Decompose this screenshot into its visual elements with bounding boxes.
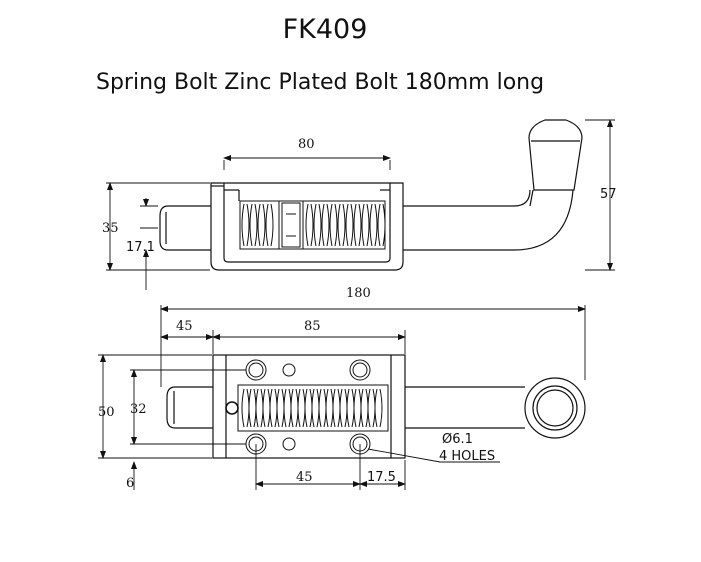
dim-hole-spacing-h: 45 [296,470,313,485]
spring-coil [297,388,301,428]
mounting-hole [245,359,267,381]
spring-coil [374,203,378,247]
hole-diameter-callout: Ø6.1 [442,432,473,447]
spring-coil [353,388,357,428]
top-handle-ring [524,377,586,439]
side-view [159,119,583,271]
spring-coil [318,388,322,428]
spring-coil [262,388,266,428]
spring-coil [337,203,341,247]
spring-coil [366,203,370,247]
spring-coil [339,388,343,428]
spring-coil [313,203,317,247]
spring-coil [310,203,314,247]
spring-coils [241,203,386,247]
side-handle-bend [513,189,531,207]
dim-hole-spacing-v: 32 [130,402,147,417]
spring-coil [346,388,350,428]
cross-pin [225,401,239,415]
dim-total-length: 180 [346,286,371,301]
dim-plate-thickness: 6 [126,476,134,491]
spring-coil [241,388,245,428]
spring-coil [318,203,322,247]
spring-coil [276,388,280,428]
spring-coil [358,203,362,247]
spring-coil [311,388,315,428]
dim-spring-width: 80 [298,137,315,152]
spring-coil [265,203,269,247]
spring-coil [305,203,309,247]
spring-coil [342,203,346,247]
dim-bolt-extension: 45 [176,319,193,334]
dim-plate-length: 85 [304,319,321,334]
dim-handle-height: 57 [600,187,617,202]
spring-coil [325,388,329,428]
mounting-hole [349,359,371,381]
side-handle-knob [528,119,583,191]
spring-coil [345,203,349,247]
spring-coil [332,388,336,428]
top-dimensions [98,305,586,490]
spring-coil [353,203,357,247]
top-base-plate [212,354,406,459]
spring-coil [369,203,373,247]
spring-coil [270,203,274,247]
spring-coil [326,203,330,247]
spring-coil [255,388,259,428]
side-dimensions [106,119,615,290]
spring-coil [257,203,261,247]
spring-coil [290,388,294,428]
product-description: Spring Bolt Zinc Plated Bolt 180mm long [96,70,545,95]
spring-coil [321,203,325,247]
top-bolt-tip [166,386,213,429]
small-hole [282,363,296,377]
spring-coil [360,388,364,428]
spring-coil [283,388,287,428]
small-hole [282,437,296,451]
spring-coil [361,203,365,247]
top-view [166,354,586,459]
dim-hole-edge: 17.5 [367,470,396,485]
spring-coil [379,388,383,428]
dim-body-height: 35 [102,221,119,236]
spring-coil [262,203,266,247]
side-bolt-tip [159,205,211,251]
hole-count-callout: 4 HOLES [439,449,495,464]
side-bracket [210,182,404,271]
spring-coil [350,203,354,247]
spring-coil [249,203,253,247]
spring-coil [246,203,250,247]
spring-coil [254,203,258,247]
spring-coil [304,388,308,428]
spring-coil [269,388,273,428]
dim-plate-width: 50 [98,405,115,420]
spring-coil [241,203,245,247]
spring-coils [241,388,383,428]
spring-coil [367,388,371,428]
spring-coil [374,388,378,428]
spring-coil [329,203,333,247]
spring-coil [382,203,386,247]
spring-coil [334,203,338,247]
spring-coil [248,388,252,428]
part-number-title: FK409 [282,14,368,45]
spring-coil [377,203,381,247]
dim-bolt-offset: 17.1 [126,240,155,255]
